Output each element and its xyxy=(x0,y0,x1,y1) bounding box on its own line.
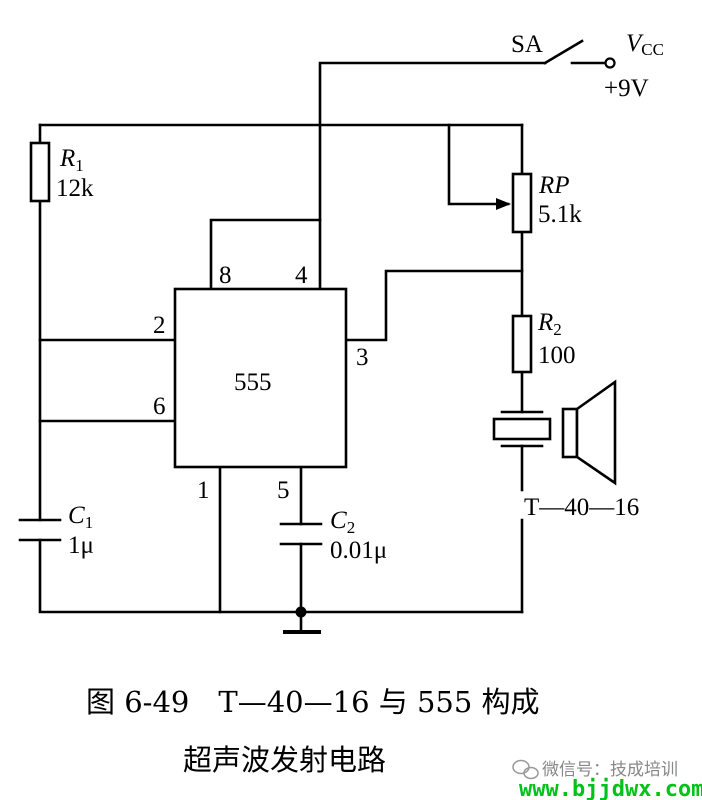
pin-1-label: 1 xyxy=(197,477,210,504)
c2-label: C2 xyxy=(330,507,355,537)
r2-body xyxy=(511,314,533,374)
rp-name: RP xyxy=(538,172,570,199)
pin-4-label: 4 xyxy=(295,262,308,289)
wire-pin8-pin4 xyxy=(209,218,322,291)
caption-line-2: 超声波发射电路 xyxy=(183,743,386,777)
pin-3-label: 3 xyxy=(356,344,369,371)
watermark: 微信号：技成培训 www.bjjdwx.com xyxy=(512,759,702,800)
pin-6-label: 6 xyxy=(153,393,166,420)
wire-switch-to-pin4 xyxy=(318,61,547,222)
ic-label: 555 xyxy=(234,369,272,396)
r2-name: R xyxy=(537,309,553,336)
watermark-url: www.bjjdwx.com xyxy=(519,777,702,800)
resistor-r1: R1 12k xyxy=(29,141,94,203)
transducer-label: T—40—16 xyxy=(524,494,639,521)
vcc-terminal: VCC +9V xyxy=(604,30,664,102)
ic-555: 555 8 4 2 6 3 1 5 xyxy=(153,262,369,504)
vcc-voltage: +9V xyxy=(604,75,649,102)
ic-body xyxy=(173,287,348,469)
vcc-name: V xyxy=(626,30,644,57)
c2-value: 0.01μ xyxy=(330,537,387,564)
capacitor-c2: C2 0.01μ xyxy=(279,507,387,564)
switch-label: SA xyxy=(511,31,543,58)
junction-dot xyxy=(295,606,307,618)
wire-pin3 xyxy=(344,269,524,342)
speaker-cone xyxy=(575,379,617,486)
potentiometer-rp: RP 5.1k xyxy=(496,172,582,234)
vcc-label: VCC xyxy=(626,30,664,59)
c1-value: 1μ xyxy=(68,532,94,559)
r2-label: R2 xyxy=(537,309,562,339)
pin-2-label: 2 xyxy=(153,312,166,339)
r1-name: R xyxy=(59,145,75,172)
switch-sa: SA xyxy=(511,31,584,65)
wire-ground-rail xyxy=(38,538,524,614)
rp-value: 5.1k xyxy=(538,201,582,228)
wechat-icon xyxy=(512,759,539,780)
capacitor-c1: C1 1μ xyxy=(18,502,94,559)
speaker-magnet xyxy=(561,407,579,459)
watermark-text: 微信号：技成培训 xyxy=(542,760,678,780)
r2-value: 100 xyxy=(538,342,576,369)
ultrasonic-transducer xyxy=(492,410,552,448)
vcc-sub: CC xyxy=(641,40,664,59)
rp-body xyxy=(511,172,533,234)
speaker-icon xyxy=(561,379,617,486)
r1-value: 12k xyxy=(56,175,94,202)
resistor-r2: R2 100 xyxy=(511,309,576,374)
wires xyxy=(38,61,608,633)
transducer-crystal xyxy=(492,417,552,441)
r1-label: R1 xyxy=(59,145,84,175)
c2-sub: 2 xyxy=(347,518,356,537)
c1-name: C xyxy=(68,502,85,529)
pin-5-label: 5 xyxy=(277,477,290,504)
vcc-node-circle xyxy=(604,57,616,69)
r2-sub: 2 xyxy=(553,320,562,339)
wire-rp-wiper xyxy=(447,123,510,206)
c1-sub: 1 xyxy=(85,513,94,532)
c1-label: C1 xyxy=(68,502,93,532)
pin-8-label: 8 xyxy=(219,262,232,289)
rp-wiper-arrow xyxy=(496,198,511,210)
r1-sub: 1 xyxy=(75,156,84,175)
caption-line-1: 图 6-49 T—40—16 与 555 构成 xyxy=(86,685,540,719)
c2-name: C xyxy=(330,507,347,534)
r1-body xyxy=(29,141,51,203)
switch-blade xyxy=(543,39,584,65)
